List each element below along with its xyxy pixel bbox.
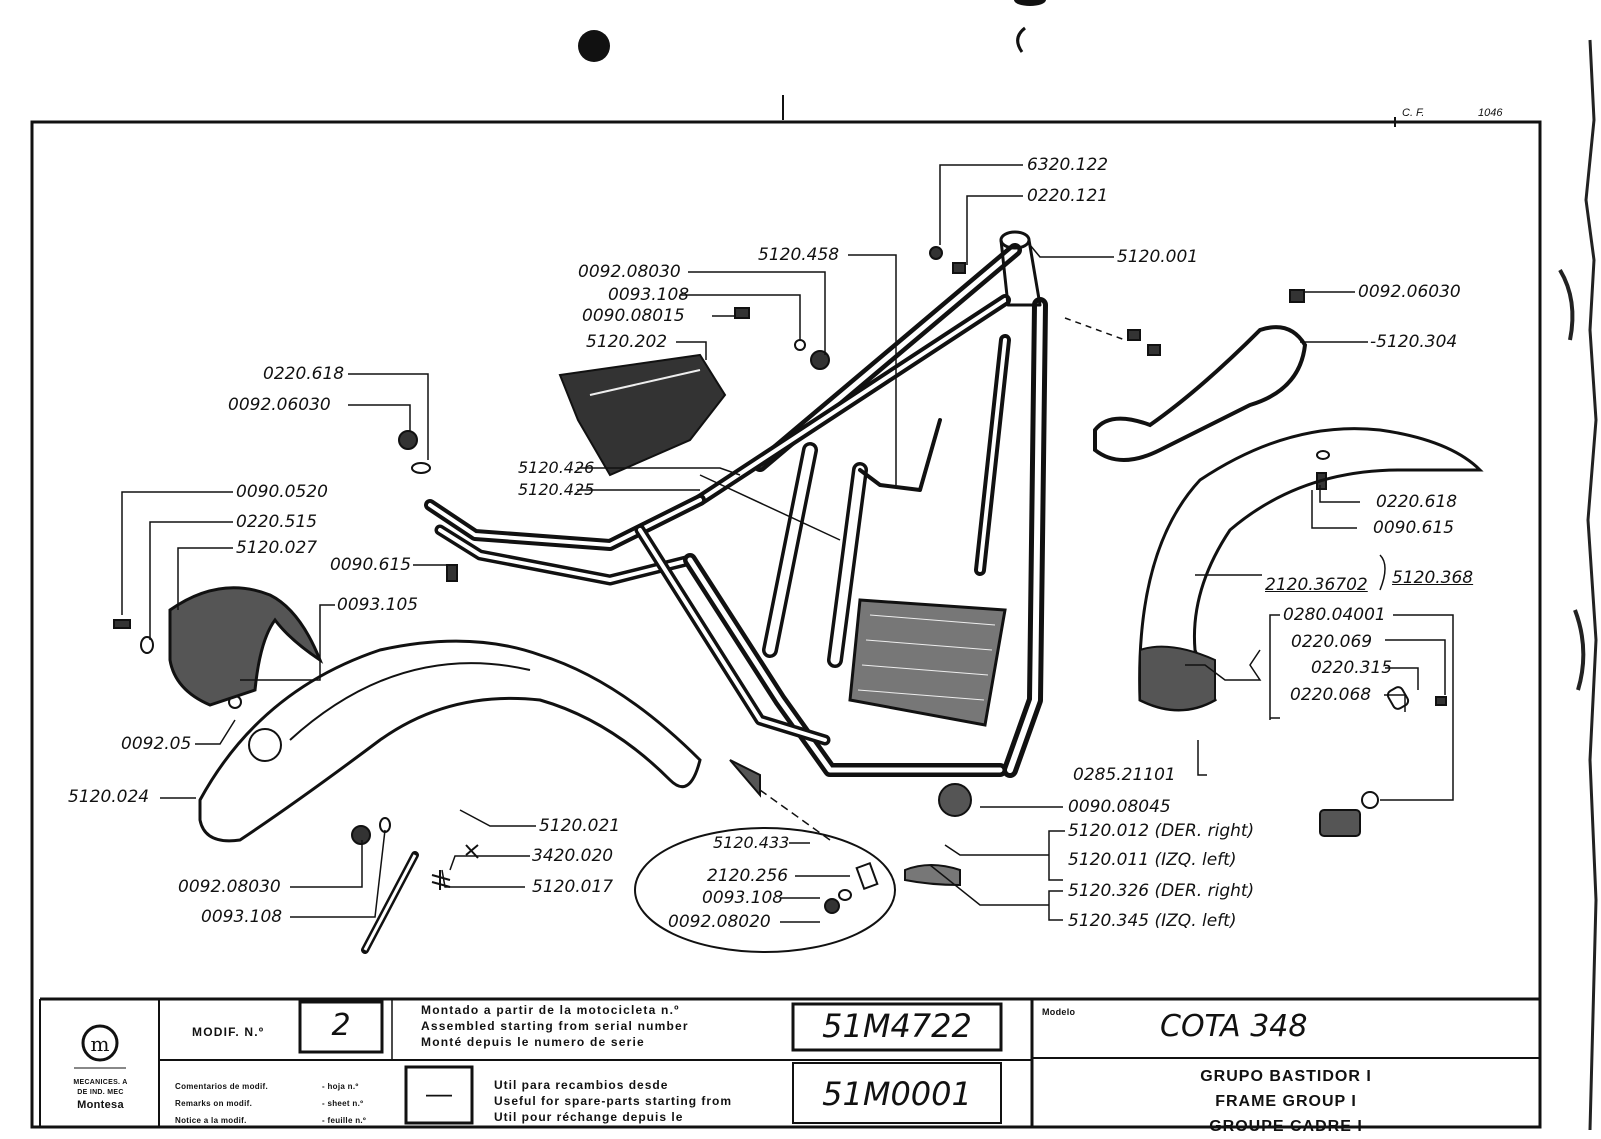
part-label: 0093.108 xyxy=(201,907,283,927)
part-label: 5120.426 xyxy=(518,458,595,477)
cf-label: C. F. xyxy=(1402,107,1425,119)
sheet-labels: - hoja n.º - sheet n.º - feuille n.º xyxy=(322,1082,367,1125)
part-label: 5120.021 xyxy=(539,816,621,836)
part-label: 5120.326 (DER. right) xyxy=(1068,881,1255,901)
part-label: 0092.08030 xyxy=(178,877,281,897)
part-label: 0093.108 xyxy=(702,888,784,908)
assembled-from-text: Montado a partir de la motocicleta n.º A… xyxy=(421,1003,689,1049)
part-label: 0090.615 xyxy=(330,555,412,575)
cf-number: 1046 xyxy=(1478,107,1503,119)
part-label: -5120.304 xyxy=(1370,332,1458,352)
part-label: 5120.024 xyxy=(68,787,150,807)
part-label: 0090.615 xyxy=(1373,518,1455,538)
part-label: 5120.011 (IZQ. left) xyxy=(1068,850,1237,870)
sheet-value: — xyxy=(426,1078,452,1108)
part-label: 5120.012 (DER. right) xyxy=(1068,821,1255,841)
group-title: GRUPO BASTIDOR I FRAME GROUP I GROUPE CA… xyxy=(1200,1068,1372,1135)
part-label: 0092.08030 xyxy=(578,262,681,282)
part-label: 5120.202 xyxy=(586,332,668,352)
part-label: 5120.368 xyxy=(1392,568,1474,588)
modif-label: MODIF. N.º xyxy=(192,1025,265,1039)
svg-text:m: m xyxy=(91,1032,110,1056)
part-label: 0220.618 xyxy=(1376,492,1458,512)
part-label: 0092.08020 xyxy=(668,912,771,932)
part-label: 0090.08015 xyxy=(582,306,685,326)
part-label: 0092.06030 xyxy=(228,395,331,415)
part-label: 2120.36702 xyxy=(1265,575,1368,595)
company-name: MECANICES. A DE IND. MEC Montesa xyxy=(73,1079,128,1111)
part-label: 0090.08045 xyxy=(1068,797,1171,817)
part-label: 5120.027 xyxy=(236,538,318,558)
part-label: 0220.121 xyxy=(1027,186,1109,206)
part-label: 6320.122 xyxy=(1027,155,1109,175)
comments-labels: Comentarios de modif. Remarks on modif. … xyxy=(175,1082,268,1125)
model-name: COTA 348 xyxy=(1160,1009,1308,1044)
part-label: 0093.105 xyxy=(337,595,419,615)
part-label: 0220.068 xyxy=(1290,685,1372,705)
part-label: 2120.256 xyxy=(707,866,789,886)
spares-serial: 51M0001 xyxy=(822,1075,972,1113)
spares-from-text: Util para recambios desde Useful for spa… xyxy=(494,1078,733,1124)
part-label: 0220.069 xyxy=(1291,632,1373,652)
part-label: 0220.618 xyxy=(263,364,345,384)
part-label: 3420.020 xyxy=(532,846,614,866)
part-label: 0090.0520 xyxy=(236,482,328,502)
part-label: 5120.017 xyxy=(532,877,614,897)
part-label: 0092.06030 xyxy=(1358,282,1461,302)
serial-from: 51M4722 xyxy=(822,1007,972,1045)
modelo-label: Modelo xyxy=(1042,1007,1076,1017)
modif-number: 2 xyxy=(331,1008,351,1043)
part-label: 5120.458 xyxy=(758,245,840,265)
part-label: 5120.425 xyxy=(518,480,595,499)
part-label: 0220.515 xyxy=(236,512,318,532)
part-label: 5120.433 xyxy=(713,833,790,852)
part-label: 5120.001 xyxy=(1117,247,1199,267)
part-label: 0092.05 xyxy=(121,734,192,754)
part-label: 0280.04001 xyxy=(1283,605,1386,625)
part-label: 0285.21101 xyxy=(1073,765,1176,785)
part-label: 5120.345 (IZQ. left) xyxy=(1068,911,1237,931)
part-label: 0220.315 xyxy=(1311,658,1393,678)
part-label: 0093.108 xyxy=(608,285,690,305)
